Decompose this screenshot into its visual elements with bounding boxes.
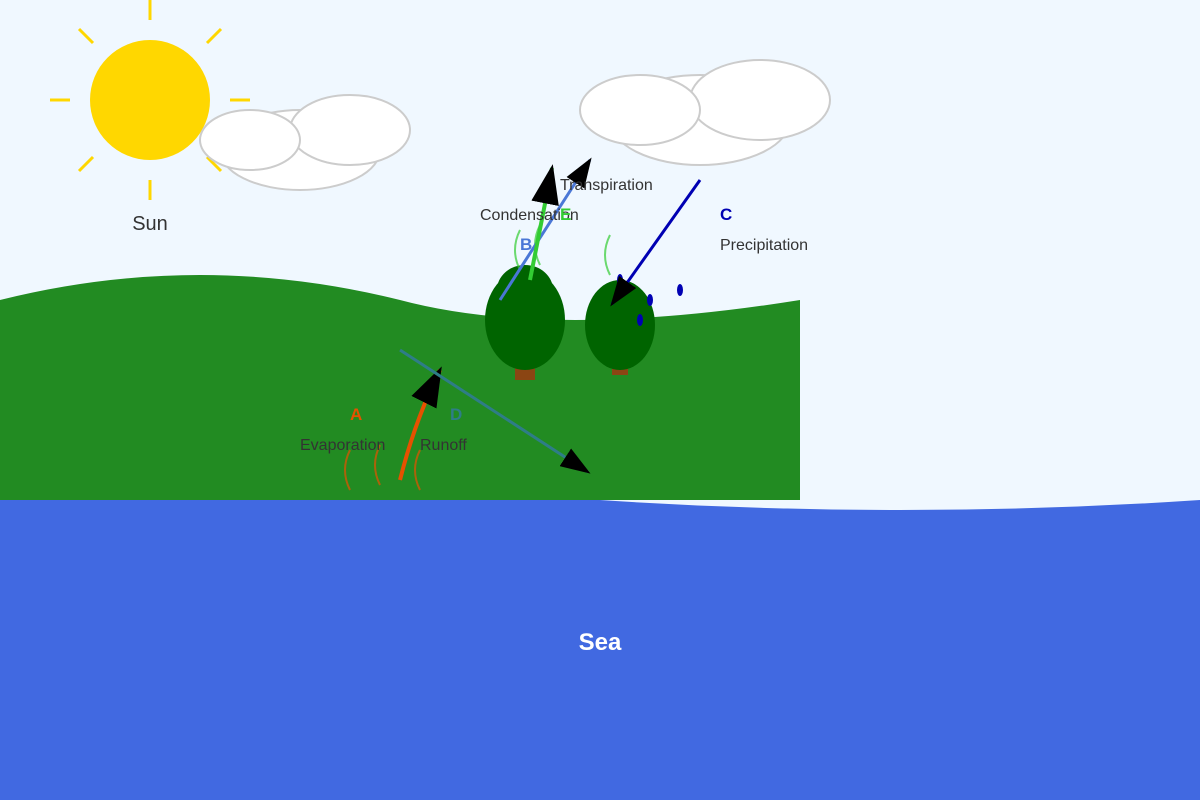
cloud-left xyxy=(199,94,411,191)
process-letter-precipitation: C xyxy=(720,205,732,224)
evaporation-wisps xyxy=(344,444,421,491)
process-letter-transpiration: E xyxy=(560,205,571,224)
arrow-condensation xyxy=(498,157,592,301)
sun-rays xyxy=(50,0,250,200)
sea xyxy=(0,500,1200,800)
rain-drop xyxy=(637,314,643,326)
process-letter-runoff: D xyxy=(450,405,462,424)
process-name-condensation: Condensation xyxy=(480,207,579,224)
tree-canopy xyxy=(585,280,655,370)
process-name-runoff: Runoff xyxy=(420,437,467,454)
process-name-transpiration: Transpiration xyxy=(560,177,653,194)
rain-drop xyxy=(677,284,683,296)
sun xyxy=(50,0,250,200)
process-name-evaporation: Evaporation xyxy=(300,437,385,454)
process-letter-evaporation: A xyxy=(350,405,362,424)
arrow-runoff xyxy=(399,348,591,474)
process-name-precipitation: Precipitation xyxy=(720,237,808,254)
tree-right xyxy=(585,280,655,375)
arrow-transpiration xyxy=(528,164,559,281)
rain-drop xyxy=(647,294,653,306)
rain-drop xyxy=(617,274,623,286)
cloud-right xyxy=(579,59,831,166)
process-letter-condensation: B xyxy=(520,235,532,254)
sun-label: Sun xyxy=(132,213,168,235)
sea-label: Sea xyxy=(579,629,622,656)
arrow-evaporation xyxy=(398,366,442,481)
sun-disc xyxy=(90,40,210,160)
tree-left xyxy=(485,265,565,380)
arrow-precipitation xyxy=(610,179,702,307)
